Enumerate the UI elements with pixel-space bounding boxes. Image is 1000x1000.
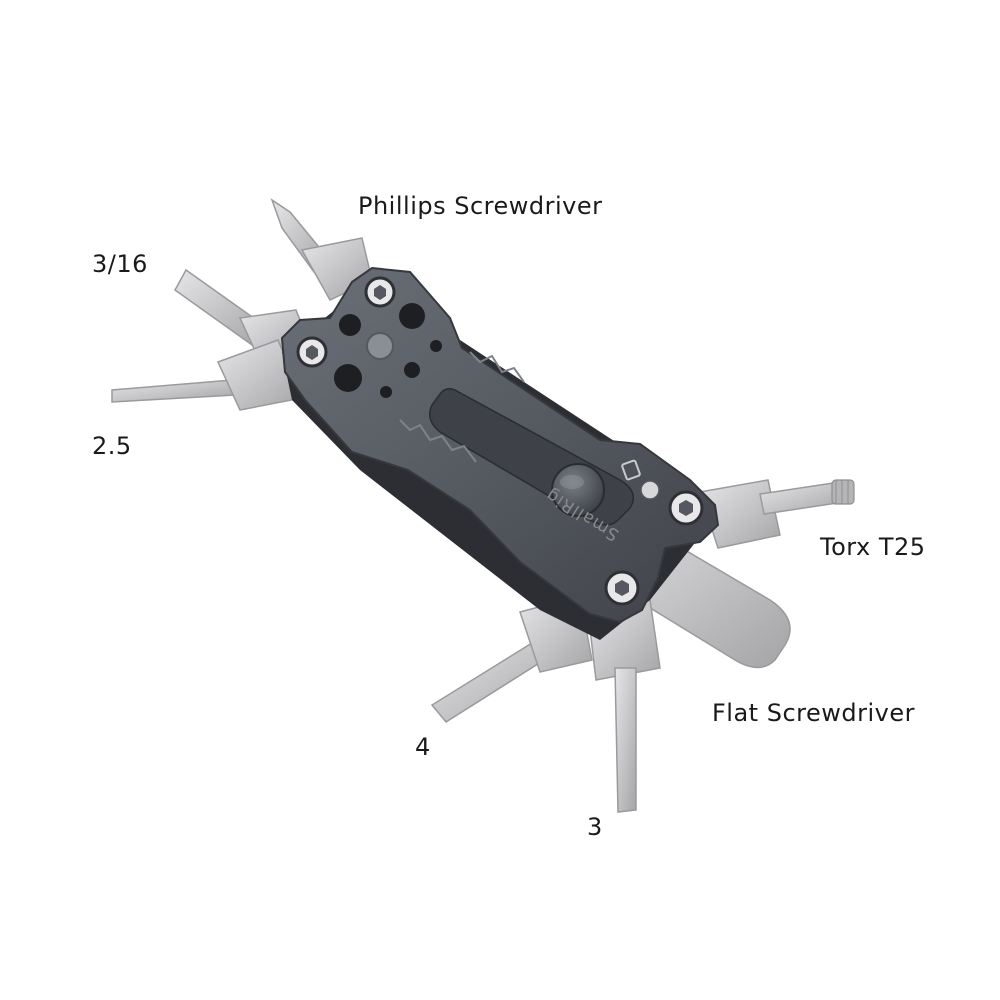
- callout-hex-3-16: 3/16: [92, 250, 148, 278]
- callout-phillips-screwdriver: Phillips Screwdriver: [358, 192, 603, 220]
- brand-logo-mark: [621, 459, 641, 481]
- torx-t25-bit: [699, 479, 855, 549]
- callout-flat-screwdriver: Flat Screwdriver: [712, 699, 915, 727]
- callout-hex-4: 4: [415, 733, 431, 761]
- hex-key-2-5: [111, 339, 304, 411]
- body-holes: [296, 276, 704, 606]
- callout-hex-2-5: 2.5: [92, 432, 132, 460]
- callout-hex-3: 3: [587, 813, 603, 841]
- release-button: [551, 463, 605, 517]
- callout-torx-t25: Torx T25: [820, 533, 926, 561]
